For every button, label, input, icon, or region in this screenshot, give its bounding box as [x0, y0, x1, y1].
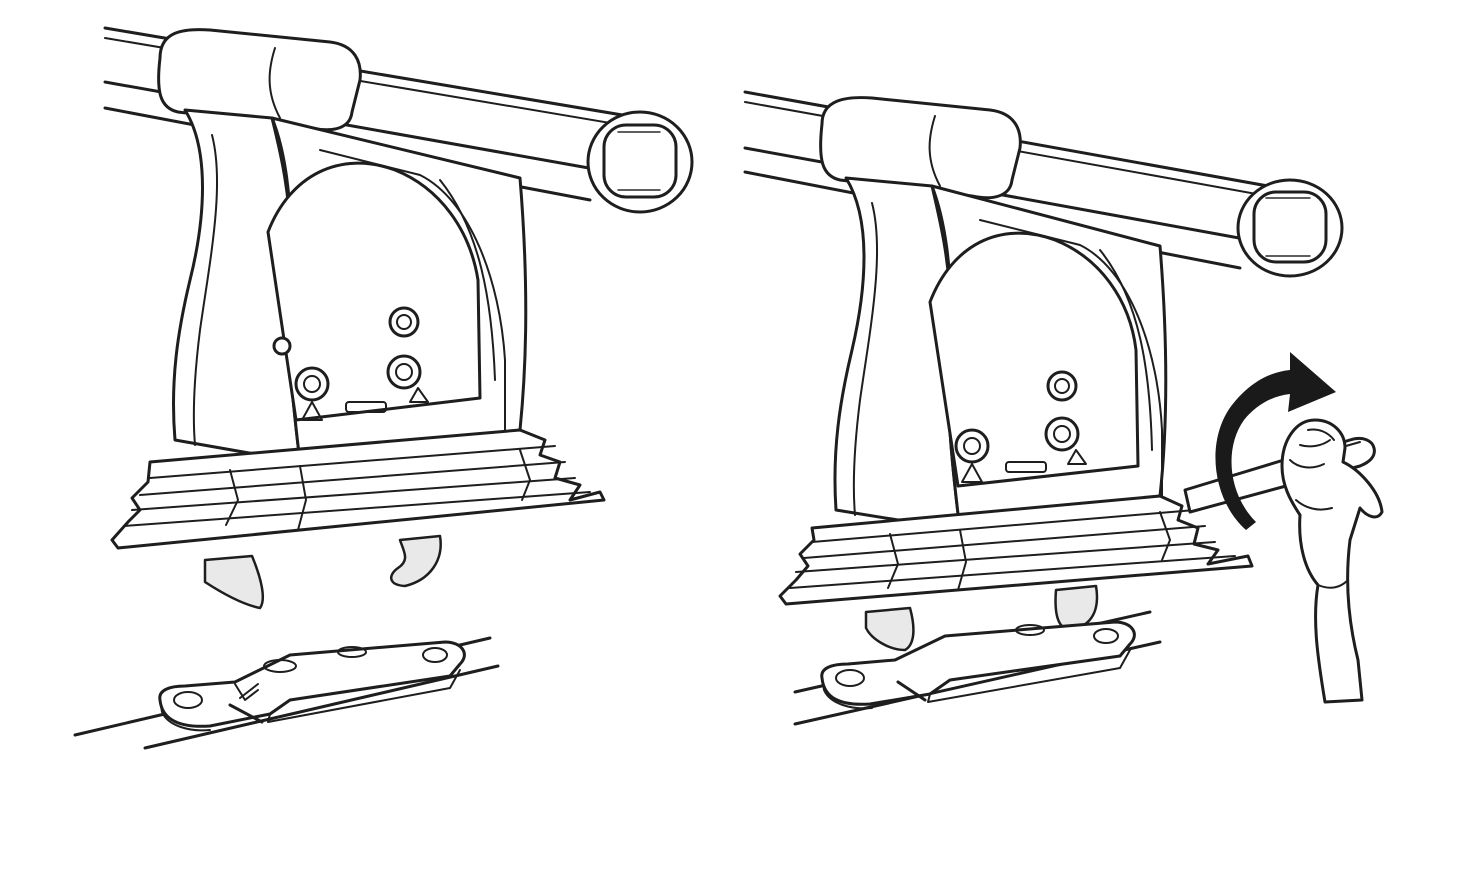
panel-right	[743, 90, 1384, 726]
rack-foot-left	[110, 28, 606, 610]
hooks-right	[864, 584, 1099, 652]
rotate-arrow-icon	[1215, 352, 1336, 530]
mounting-plate-right	[793, 610, 1162, 726]
rack-foot-right	[778, 96, 1254, 652]
hooks-left	[203, 534, 442, 610]
mounting-plate-left	[73, 636, 500, 750]
bellows-base-left	[110, 428, 606, 550]
bolt-group-right	[954, 370, 1087, 483]
panel-left	[73, 26, 694, 750]
bellows-base-right	[778, 494, 1254, 606]
hand-icon	[1280, 418, 1384, 704]
bolt-group-left	[272, 306, 429, 421]
